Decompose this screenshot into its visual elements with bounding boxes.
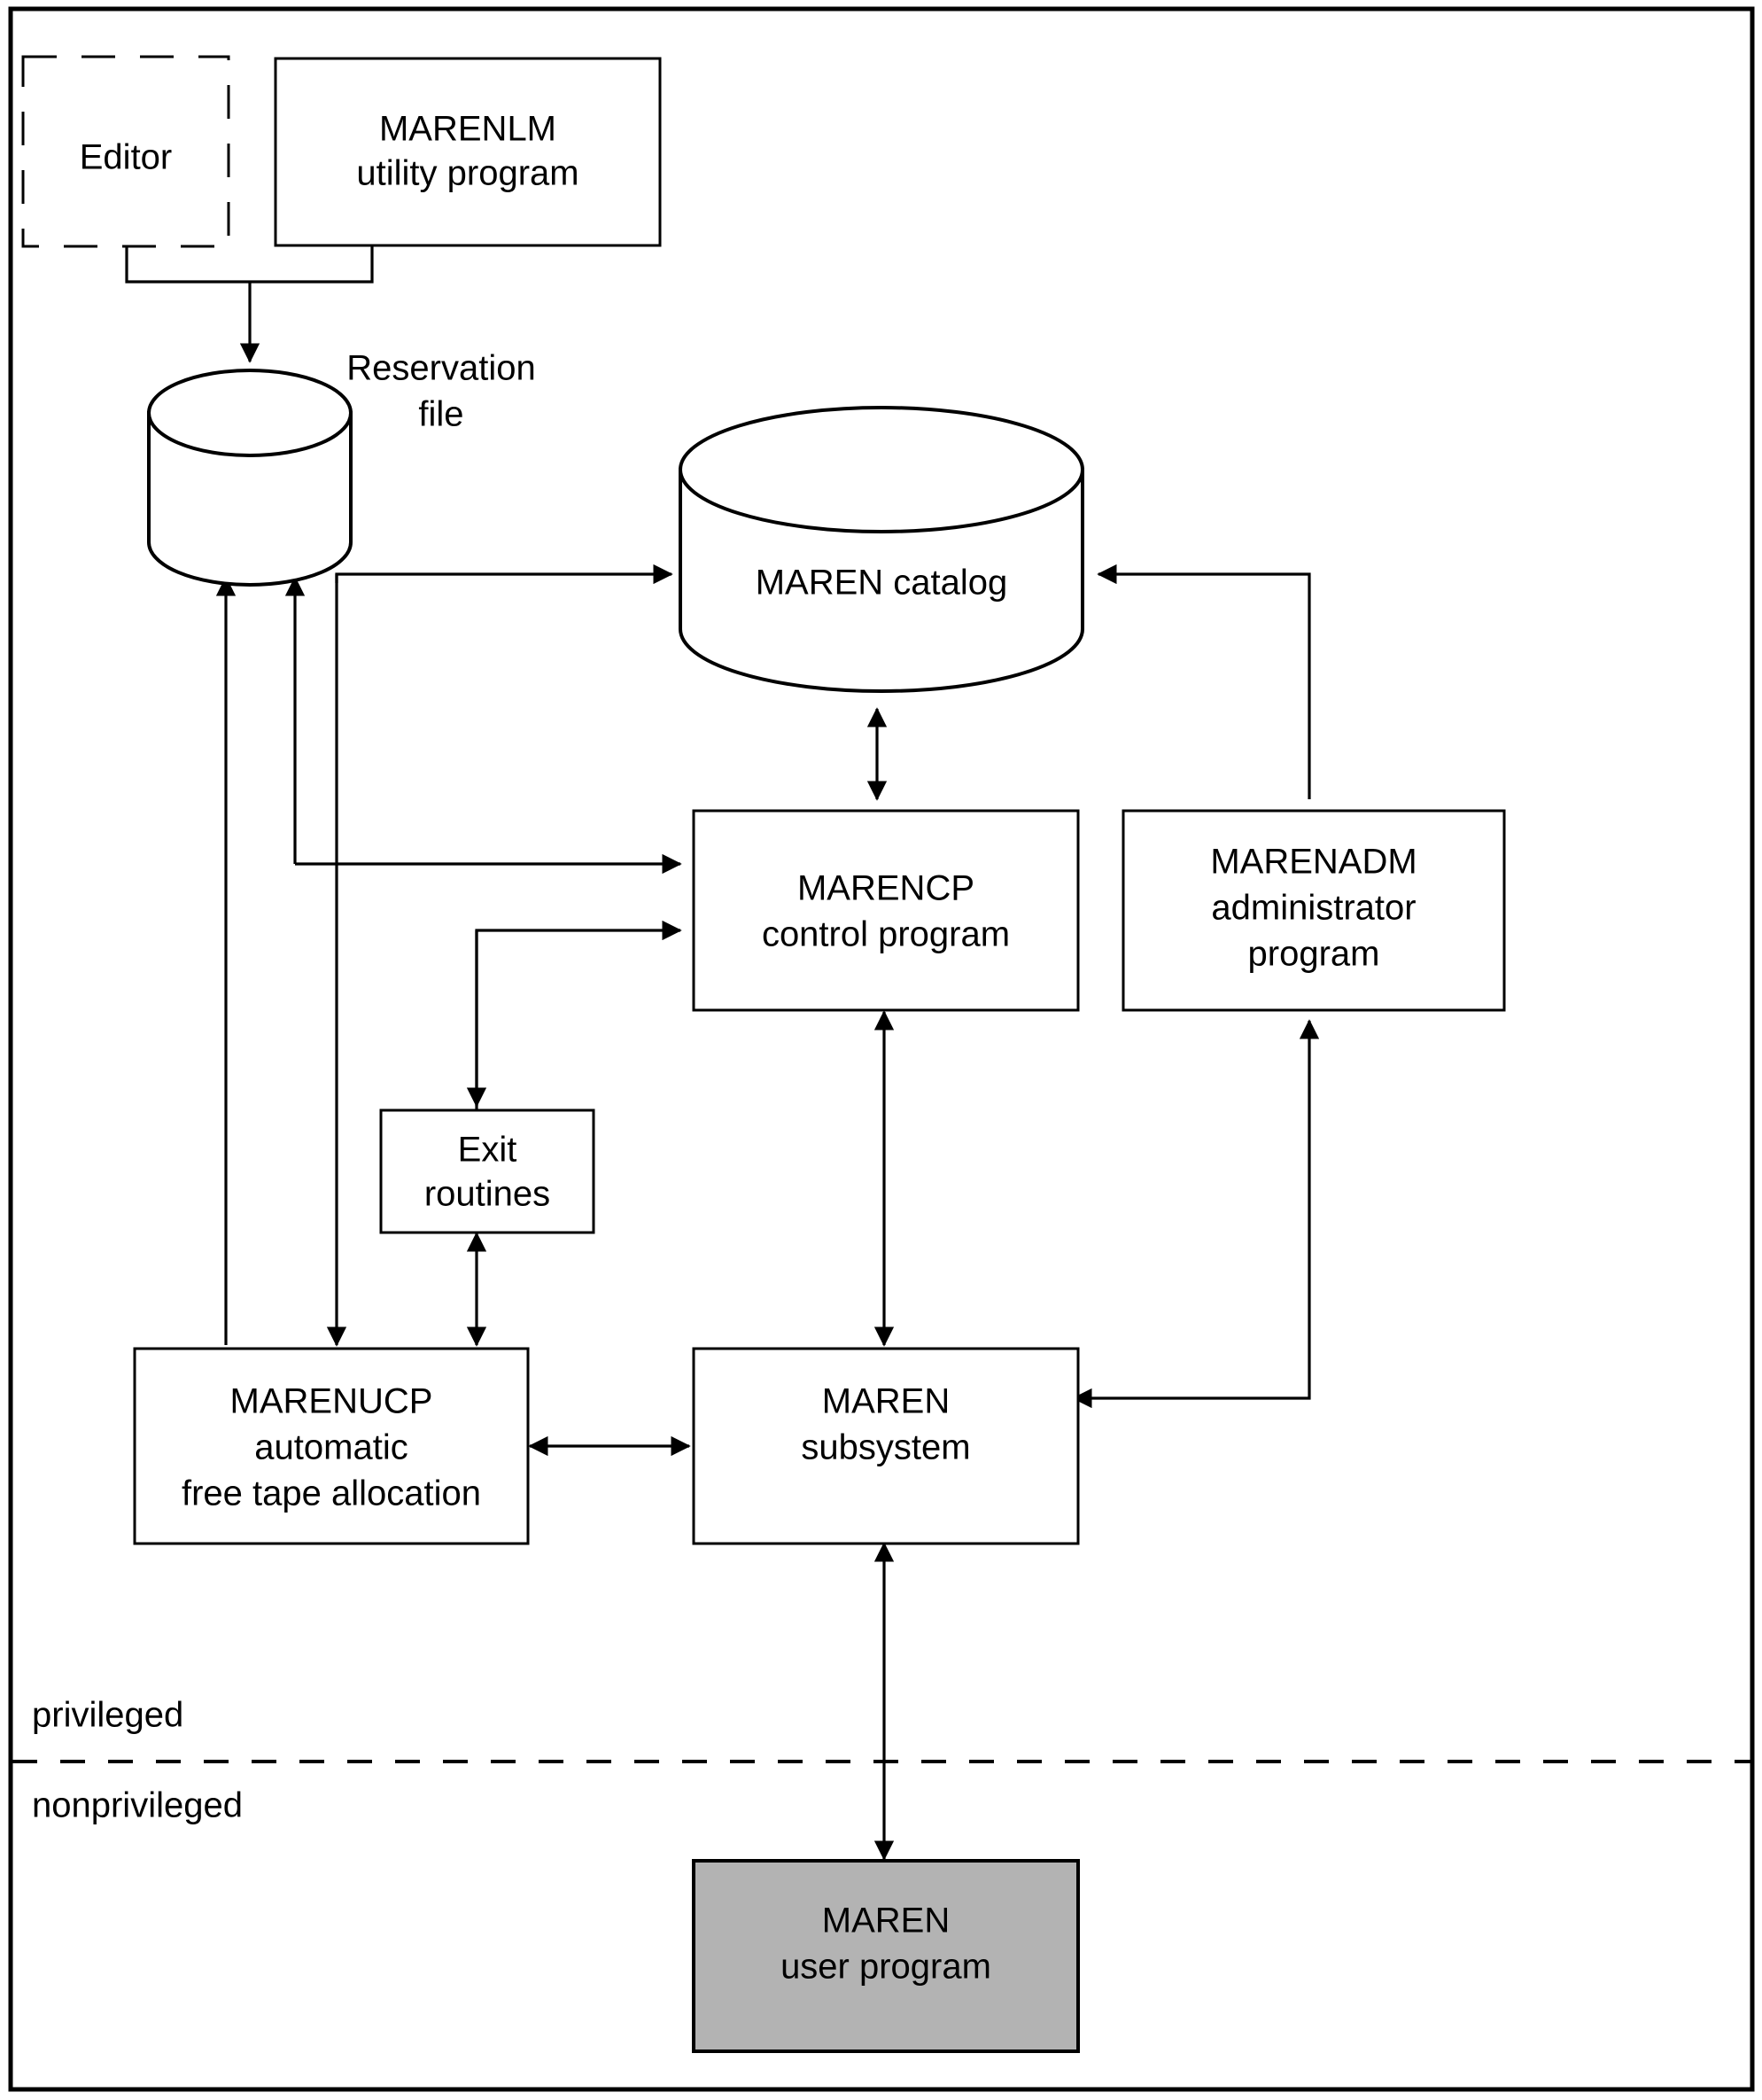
reservation-file-cylinder-body xyxy=(147,411,353,587)
marenucp-label-line2: automatic xyxy=(254,1428,408,1467)
node-maren-user-program[interactable]: MAREN user program xyxy=(692,1859,1080,2053)
marenadm-label-line2: administrator xyxy=(1211,889,1416,928)
exit-routines-label-line2: routines xyxy=(424,1175,550,1214)
maren-user-program-label-line1: MAREN xyxy=(822,1902,950,1941)
editor-label: Editor xyxy=(80,138,173,177)
maren-subsystem-label-line1: MAREN xyxy=(822,1382,950,1421)
reservation-file-cylinder-top xyxy=(147,369,353,457)
marenucp-label-line3: free tape allocation xyxy=(182,1474,481,1513)
node-maren-subsystem[interactable]: MAREN subsystem xyxy=(692,1347,1080,1545)
node-exit-routines[interactable]: Exit routines xyxy=(379,1108,595,1234)
connector-reservation-column-to-marencp xyxy=(335,574,682,875)
marenucp-label-line1: MARENUCP xyxy=(230,1382,433,1421)
exit-routines-label-line1: Exit xyxy=(458,1131,517,1170)
connector-reservation-file-to-catalog xyxy=(335,564,673,585)
maren-subsystem-box xyxy=(692,1347,1080,1545)
reservation-file-label-line2: file xyxy=(418,395,463,434)
maren-user-program-box xyxy=(692,1859,1080,2053)
connector-editor-marenlm-bus xyxy=(125,246,374,284)
marenucp-box xyxy=(133,1347,530,1545)
marenadm-label-line3: program xyxy=(1248,935,1380,974)
node-marenucp[interactable]: MARENUCP automatic free tape allocation xyxy=(133,1347,530,1545)
node-marenlm[interactable]: MARENLM utility program xyxy=(274,57,662,247)
marenadm-box xyxy=(1122,809,1506,1012)
maren-catalog-label: MAREN catalog xyxy=(756,564,1008,603)
marenlm-box xyxy=(274,57,662,247)
node-marenadm[interactable]: MARENADM administrator program xyxy=(1122,809,1506,1012)
node-marencp[interactable]: MARENCP control program xyxy=(692,809,1080,1012)
editor-box xyxy=(21,55,230,248)
reservation-file-label-line1: Reservation xyxy=(346,349,535,388)
maren-subsystem-label-line2: subsystem xyxy=(801,1428,970,1467)
marenlm-label-line1: MARENLM xyxy=(379,110,556,149)
maren-user-program-label-line2: user program xyxy=(780,1948,991,1987)
marenadm-label-line1: MARENADM xyxy=(1210,843,1417,882)
marencp-label-line2: control program xyxy=(762,915,1010,954)
exit-routines-box xyxy=(379,1108,595,1234)
maren-catalog-cylinder-top xyxy=(679,406,1084,533)
node-reservation-file[interactable]: Reservation file xyxy=(147,349,536,587)
marenlm-label-line2: utility program xyxy=(356,154,578,193)
connector-marenadm-to-catalog xyxy=(1097,564,1311,799)
diagram-frame xyxy=(8,6,1755,2092)
nonprivileged-label: nonprivileged xyxy=(32,1786,243,1825)
connector-subsystem-marenadm xyxy=(1072,1019,1320,1409)
connector-exitroutines-column-to-marencp xyxy=(475,920,682,1113)
marencp-box xyxy=(692,809,1080,1012)
marencp-label-line1: MARENCP xyxy=(797,869,974,908)
privileged-label: privileged xyxy=(32,1696,183,1735)
node-maren-catalog[interactable]: MAREN catalog xyxy=(679,406,1084,693)
node-editor[interactable]: Editor xyxy=(21,55,230,248)
